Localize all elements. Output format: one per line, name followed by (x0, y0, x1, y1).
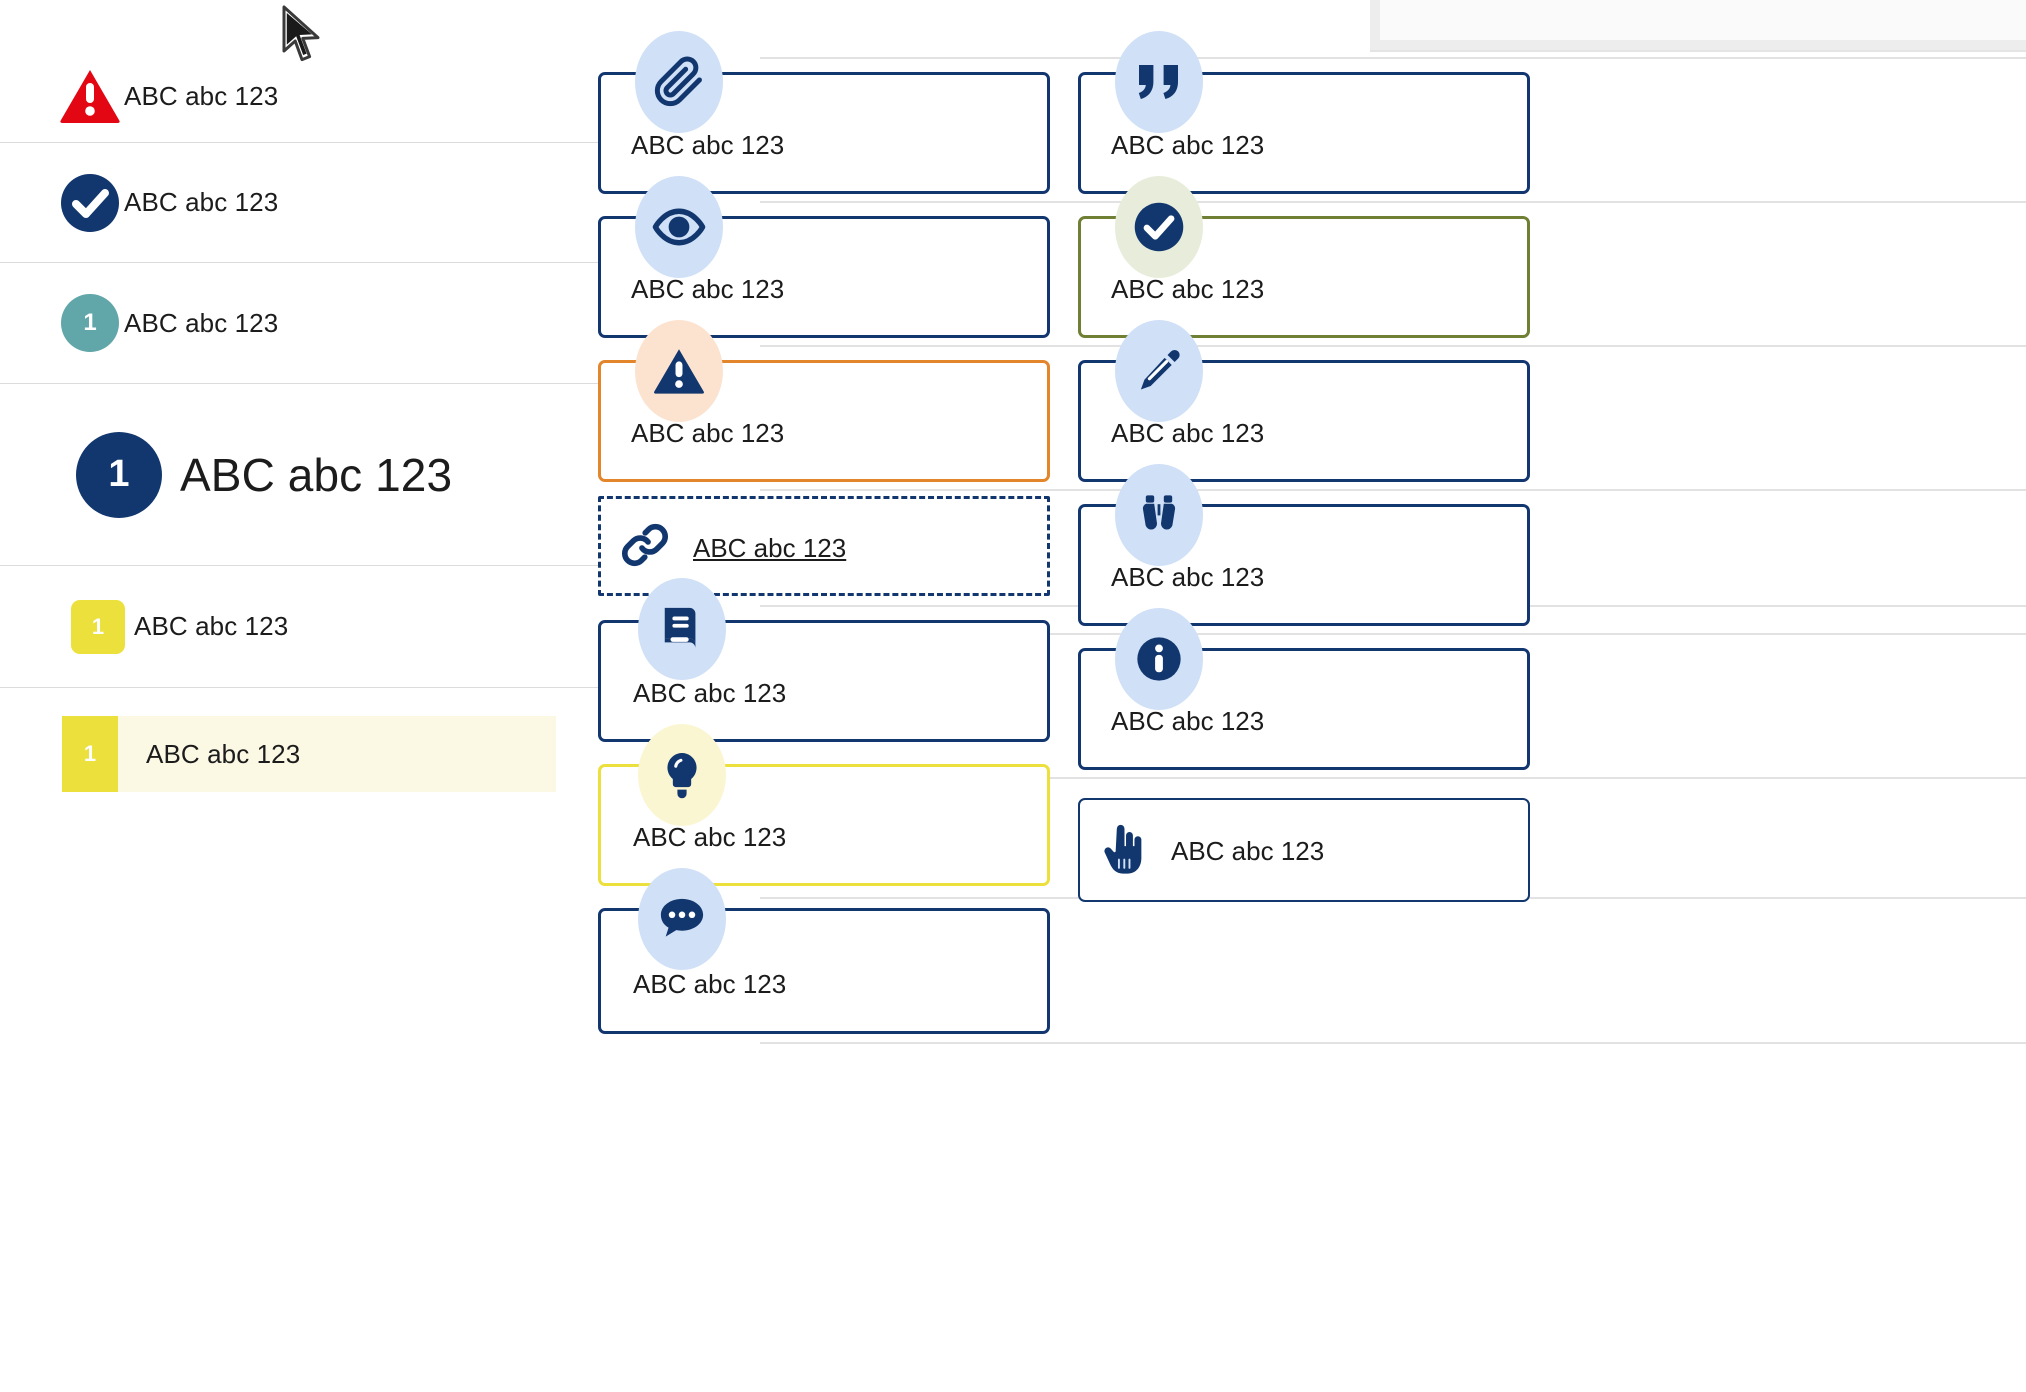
list-item-success[interactable]: ABC abc 123 (0, 143, 760, 262)
observe-card-label: ABC abc 123 (1111, 562, 1265, 592)
preview-card-label: ABC abc 123 (631, 274, 785, 304)
row-separator (760, 1042, 2026, 1044)
list-item-label: ABC abc 123 (124, 187, 279, 217)
tip-card-label: ABC abc 123 (633, 822, 787, 852)
divider (0, 383, 760, 384)
comment-card[interactable]: ABC abc 123 (598, 908, 1050, 1034)
list-item-label-large: ABC abc 123 (180, 448, 453, 501)
pencil-icon (1115, 320, 1203, 422)
link-card-label[interactable]: ABC abc 123 (693, 533, 847, 563)
divider (0, 687, 760, 688)
reference-card[interactable]: ABC abc 123 (598, 620, 1050, 742)
check-circle-icon (56, 173, 124, 233)
list-item-label: ABC abc 123 (124, 307, 279, 338)
lightbulb-icon (638, 724, 726, 826)
row-separator (760, 345, 2026, 347)
comment-card-label: ABC abc 123 (633, 969, 787, 999)
action-card[interactable]: ABC abc 123 (1078, 798, 1530, 902)
warning-card[interactable]: ABC abc 123 (598, 360, 1050, 482)
row-separator (760, 777, 2026, 779)
count-badge-yellow-icon: 1 (62, 599, 134, 654)
attachment-card[interactable]: ABC abc 123 (598, 72, 1050, 194)
row-separator (760, 201, 2026, 203)
pointing-hand-icon (1092, 820, 1152, 880)
attachment-card-label: ABC abc 123 (631, 130, 785, 160)
count-badge-value: 1 (83, 309, 97, 336)
edit-card-label: ABC abc 123 (1111, 418, 1265, 448)
cards-area: ABC abc 123 ABC abc 123 ABC abc 123 ABC … (598, 0, 2026, 1392)
triangle-alert-icon (56, 68, 124, 124)
reference-card-label: ABC abc 123 (633, 678, 787, 708)
action-card-label: ABC abc 123 (1171, 836, 1325, 866)
count-badge-value: 1 (83, 741, 97, 766)
quote-card-label: ABC abc 123 (1111, 130, 1265, 160)
count-badge-teal-icon: 1 (56, 294, 124, 352)
info-card-label: ABC abc 123 (1111, 706, 1265, 736)
list-item-highlighted[interactable]: 1 ABC abc 123 (62, 716, 556, 792)
row-separator (760, 633, 2026, 635)
list-item-yellow-count[interactable]: 1 ABC abc 123 (0, 566, 760, 687)
divider (0, 262, 760, 263)
quote-icon (1115, 31, 1203, 133)
list-item-label: ABC abc 123 (134, 611, 289, 641)
approved-card-label: ABC abc 123 (1111, 274, 1265, 304)
binoculars-icon (1115, 464, 1203, 566)
background-panel (1380, 0, 2026, 40)
list-item-label: ABC abc 123 (124, 80, 279, 111)
check-circle-icon (1115, 176, 1203, 278)
list-item-teal-count[interactable]: 1 ABC abc 123 (0, 263, 760, 383)
count-badge-value: 1 (108, 453, 130, 495)
chat-bubble-icon (638, 868, 726, 970)
info-circle-icon (1115, 608, 1203, 710)
count-badge-value: 1 (91, 613, 105, 639)
warning-card-label: ABC abc 123 (631, 418, 785, 448)
chain-link-icon (610, 510, 680, 580)
book-icon (638, 578, 726, 680)
paperclip-icon (635, 31, 723, 133)
list-item-label: ABC abc 123 (146, 738, 301, 769)
count-badge-flat-icon: 1 (62, 716, 118, 792)
divider (0, 565, 760, 566)
triangle-alert-icon (635, 320, 723, 422)
row-separator (760, 57, 2026, 59)
eye-icon (635, 176, 723, 278)
list-item-alert[interactable]: ABC abc 123 (0, 50, 760, 142)
list-item-large-count[interactable]: 1 ABC abc 123 (0, 384, 760, 565)
row-separator (760, 489, 2026, 491)
count-badge-large-icon: 1 (70, 431, 168, 518)
divider (0, 142, 760, 143)
